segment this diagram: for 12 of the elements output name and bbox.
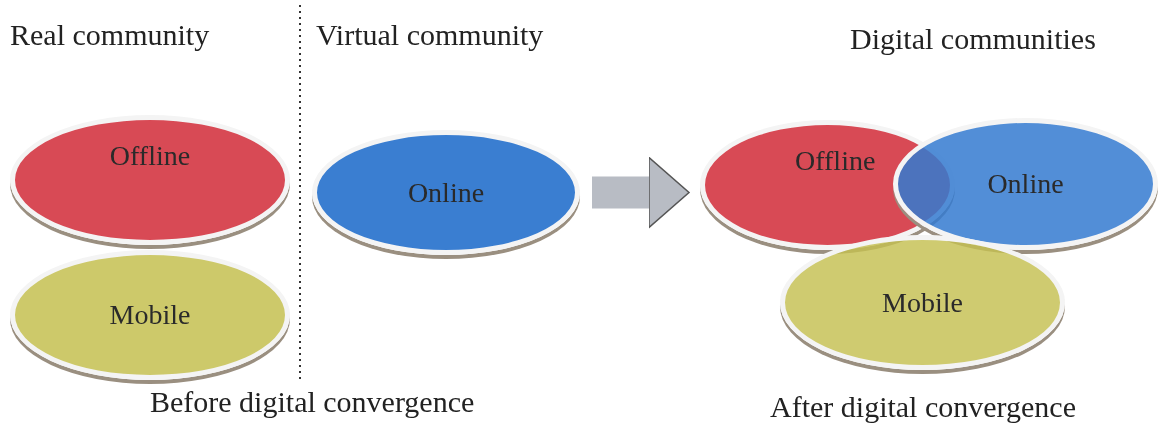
column-heading: Digital communities [850, 22, 1096, 56]
ellipse-label: Mobile [109, 299, 191, 331]
column-heading: Real community [10, 18, 210, 52]
caption: Before digital convergence [150, 385, 475, 419]
caption: After digital convergence [770, 390, 1076, 424]
column-heading: Virtual community [316, 18, 544, 52]
ellipse-label: Offline [795, 145, 876, 177]
ellipse-label: Offline [109, 140, 191, 172]
block-arrow [592, 156, 690, 229]
ellipse-label: Mobile [882, 286, 963, 319]
ellipse-label: Online [407, 176, 485, 209]
ellipse-label: Online [987, 168, 1064, 200]
